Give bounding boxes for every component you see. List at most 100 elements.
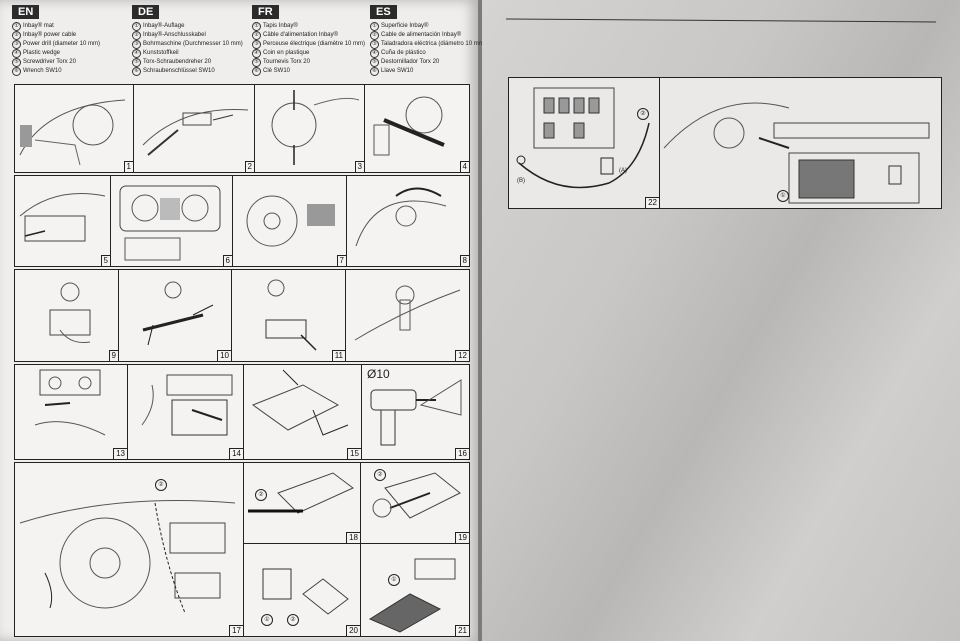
illustration-steering-wheel-icon bbox=[271, 90, 360, 165]
illustration-center-console-icon bbox=[34, 369, 106, 436]
step-panel: ① ② 20 bbox=[243, 544, 361, 636]
step-number: 2 bbox=[244, 161, 254, 172]
step-number: 6 bbox=[222, 255, 232, 266]
step-number: 18 bbox=[346, 532, 360, 543]
step-panel: 3 bbox=[254, 85, 365, 172]
illustration-steering-wheel-icon bbox=[246, 195, 335, 247]
step-number: 11 bbox=[331, 350, 345, 361]
illustration-mat-final-icon bbox=[368, 558, 456, 633]
steps-row-1: 1 2 3 4 bbox=[14, 84, 470, 173]
lang-badge: FR bbox=[252, 5, 279, 19]
item-callout: ② bbox=[255, 489, 267, 501]
illustration-mat-insert-icon bbox=[262, 568, 349, 615]
item-callout: ② bbox=[287, 614, 299, 626]
step-number: 1 bbox=[123, 161, 133, 172]
steps-row-3: 9 10 11 12 bbox=[14, 269, 470, 362]
illustration-gear-shift-icon bbox=[354, 285, 461, 341]
step-panel: ① 21 bbox=[360, 544, 469, 636]
step-number: 21 bbox=[455, 625, 469, 636]
step-panel: ① bbox=[659, 78, 941, 208]
step-number: 16 bbox=[455, 448, 469, 459]
lang-badge: ES bbox=[370, 5, 397, 19]
drill-size-label: Ø10 bbox=[367, 367, 390, 381]
illustration-dashboard-icon bbox=[142, 108, 249, 156]
illustration-trim-removal-icon bbox=[373, 96, 445, 156]
step-number: 15 bbox=[347, 448, 361, 459]
step-number: 9 bbox=[108, 350, 118, 361]
item-callout: ① bbox=[261, 614, 273, 626]
drill-icon bbox=[370, 379, 462, 446]
illustration-completed-install-icon bbox=[663, 102, 930, 204]
steps-row-2: 5 6 7 8 bbox=[14, 175, 470, 267]
illustration-tray-install-icon bbox=[372, 472, 461, 519]
step-number: 4 bbox=[459, 161, 469, 172]
illustration-dashboard-panel-icon bbox=[19, 193, 106, 242]
step-number: 13 bbox=[113, 448, 127, 459]
item-callout: ② bbox=[637, 108, 649, 120]
illustration-console-unit-icon bbox=[265, 279, 317, 351]
step-number: 22 bbox=[645, 197, 659, 208]
item-callout: ① bbox=[777, 190, 789, 202]
illustration-fuse-box-icon bbox=[516, 87, 650, 189]
step-subgrid: ② 18 ② 19 ① ② 20 ① 21 bbox=[243, 463, 469, 636]
step-number: 3 bbox=[354, 161, 364, 172]
step-panel: 9 bbox=[15, 270, 119, 361]
illustration-cable-connect-icon bbox=[248, 472, 354, 514]
steps-row-4: 13 14 15 Ø10 16 bbox=[14, 364, 470, 460]
step-panel: 6 bbox=[110, 176, 233, 266]
connector-label-b: (B) bbox=[517, 178, 525, 184]
illustration-vent-icon bbox=[49, 282, 91, 343]
step-panel: 10 bbox=[118, 270, 232, 361]
item-callout: ② bbox=[374, 469, 386, 481]
steps-row-5: ② 17 ② 18 ② 19 ① ② 20 ① 21 bbox=[14, 462, 470, 637]
illustration-cable-routing-icon bbox=[355, 187, 447, 247]
lang-badge: EN bbox=[12, 5, 40, 19]
lang-badge: DE bbox=[132, 5, 160, 19]
step-number: 5 bbox=[100, 255, 110, 266]
step-number: 7 bbox=[336, 255, 346, 266]
step-panel: ② 18 bbox=[243, 463, 361, 544]
step-panel: 1 bbox=[15, 85, 134, 172]
step-panel: 14 bbox=[127, 365, 244, 459]
illustration-dashboard-icon bbox=[19, 99, 126, 166]
divider-line bbox=[506, 18, 936, 23]
illustration-trim-removal-icon bbox=[142, 281, 214, 346]
right-instruction-page: ② (A) (B) 22 ① bbox=[482, 0, 960, 641]
step-panel: ② 17 bbox=[15, 463, 244, 636]
illustration-instrument-cluster-icon bbox=[119, 185, 221, 261]
illustration-tray-wiring-icon bbox=[251, 369, 349, 436]
illustration-cable-route-overview-icon bbox=[19, 500, 236, 614]
steps-row-6: ② (A) (B) 22 ① bbox=[508, 77, 942, 209]
step-panel: 4 bbox=[364, 85, 469, 172]
step-panel: Ø10 16 bbox=[361, 365, 469, 459]
connector-label-a: (A) bbox=[619, 168, 627, 174]
